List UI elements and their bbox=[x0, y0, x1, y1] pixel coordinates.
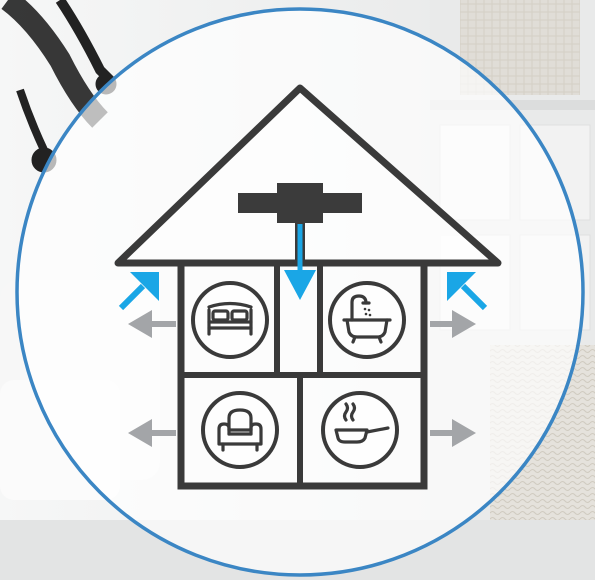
frying-pan-steam-icon bbox=[323, 393, 397, 467]
bed-icon bbox=[193, 283, 267, 357]
bathtub-shower-icon bbox=[330, 283, 404, 357]
armchair-icon bbox=[203, 393, 277, 467]
